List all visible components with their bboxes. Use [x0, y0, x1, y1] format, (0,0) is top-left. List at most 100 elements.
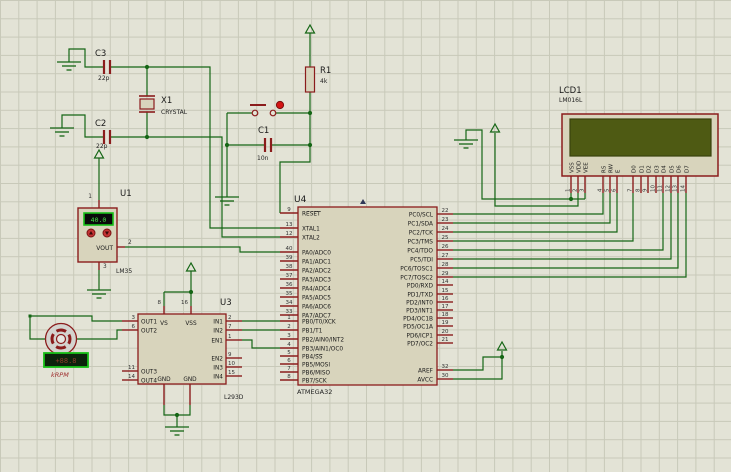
lcd-pin-number: 9 [643, 188, 649, 192]
capacitor-c3[interactable] [102, 60, 112, 74]
lcd-pin-number: 5 [605, 188, 611, 192]
pin-label: GND [183, 377, 197, 383]
wire [465, 129, 585, 200]
u1-ref: U1 [120, 189, 132, 199]
ground-symbol [215, 196, 239, 206]
wire-end-dot [28, 314, 32, 318]
pin-label: PB3/AIN1/OC0 [302, 346, 343, 352]
pin-number: 22 [442, 208, 449, 214]
pin-label: VS [160, 321, 168, 327]
pin-label: PB4/SS [302, 354, 323, 360]
lcd-pin-label: D0 [632, 165, 638, 173]
pin-number: 27 [442, 253, 449, 259]
pin-label: PC0/SCL [409, 212, 434, 218]
pin-label: EN2 [211, 356, 223, 362]
wire [125, 246, 280, 253]
pin-label: PD7/OC2 [407, 341, 433, 347]
junction-dot [224, 142, 230, 148]
pin-stubs-layer [46, 176, 687, 405]
pin-number: 8 [287, 374, 291, 380]
crystal-x1[interactable] [139, 95, 155, 113]
pin-label: GND [157, 377, 171, 383]
motor-rpm-display [43, 352, 89, 368]
resistor-r1[interactable] [304, 66, 316, 93]
pin-number: 36 [286, 282, 293, 288]
wire [453, 193, 634, 242]
ground-symbol [50, 127, 74, 137]
pin-number: 1 [228, 334, 232, 340]
junction-dots-layer [28, 64, 574, 418]
pin-label: PA4/ADC4 [302, 286, 331, 292]
lm35-sensor-u1[interactable] [77, 207, 118, 263]
pin-label: PD6/ICP1 [406, 333, 433, 339]
lcd-pin-label: D7 [685, 165, 691, 173]
pin-number: 37 [286, 273, 293, 279]
lcd-pin-number: 8 [636, 188, 642, 192]
ground-symbol [87, 289, 111, 299]
push-button[interactable] [250, 100, 285, 117]
pin-number: 3 [287, 333, 291, 339]
lcd-pin-number: 1 [566, 189, 572, 193]
mcu-atmega32-u4[interactable] [297, 199, 438, 386]
pin-number: 5 [287, 350, 291, 356]
wire [29, 315, 122, 340]
u1-vout-label: VOUT [96, 245, 113, 252]
lcd-pin-label: VEE [584, 162, 590, 173]
lcd-pin-label: E [616, 169, 622, 173]
pin-number: 11 [128, 365, 135, 371]
lcd-pin-number: 3 [580, 188, 586, 192]
capacitor-c2[interactable] [102, 130, 112, 144]
pin-number: 15 [442, 288, 449, 294]
motor-rpm-value: +88.8 [55, 357, 76, 365]
pin-label: PC1/SDA [408, 221, 433, 227]
pin-number: 3 [132, 315, 136, 321]
pin-label: PC2/TCK [409, 230, 433, 236]
c2-value: 22p [96, 143, 108, 150]
power-pin-marker-icon [360, 199, 366, 204]
lcd-pin-label: VDD [577, 161, 583, 173]
dc-motor[interactable] [43, 322, 89, 368]
ground-symbol [454, 139, 478, 149]
pin-label: PA5/ADC5 [302, 295, 331, 301]
pin-number: 38 [286, 264, 293, 270]
u1-pin2-number: 2 [128, 240, 132, 246]
pin-number: 16 [181, 300, 188, 306]
capacitor-c1[interactable] [263, 138, 273, 152]
pin-label: PA2/ADC2 [302, 268, 331, 274]
pin-number: 4 [287, 342, 291, 348]
lcd1-ref: LCD1 [559, 86, 582, 96]
ground-symbol [165, 426, 189, 436]
r1-ref: R1 [320, 66, 331, 76]
x1-value: CRYSTAL [161, 109, 188, 116]
lcd-pin-number: 12 [666, 185, 672, 192]
pin-number: 28 [442, 262, 449, 268]
pin-number: 21 [442, 337, 449, 343]
junction-dot [499, 354, 505, 360]
u3-part: L293D [224, 394, 244, 401]
pin-number: 20 [442, 329, 449, 335]
pin-number: 18 [442, 312, 449, 318]
lcd1-part: LM016L [559, 97, 583, 104]
power-arrow-icon [304, 23, 316, 34]
pin-number: 15 [228, 370, 235, 376]
driver-l293d-u3[interactable] [137, 313, 227, 385]
junction-dot [307, 110, 313, 116]
pin-number: 17 [442, 304, 449, 310]
u1-part: LM35 [116, 268, 132, 275]
pin-label: IN3 [213, 365, 223, 371]
power-arrow-icon [93, 148, 105, 159]
r1-value: 4k [320, 78, 328, 85]
lcd-pin-label: D4 [662, 165, 668, 173]
pin-label: AVCC [417, 377, 433, 383]
wires-layer [29, 33, 687, 427]
button-actuator-dot[interactable] [275, 100, 285, 110]
pin-label: PB5/MOSI [302, 362, 330, 368]
pin-number: 16 [442, 296, 449, 302]
pin-number: 30 [442, 373, 449, 379]
lcd-lm016l[interactable] [561, 113, 719, 177]
pin-number: 10 [228, 361, 235, 367]
pin-number: 40 [286, 246, 293, 252]
lcd-pin-label: RW [609, 163, 615, 173]
pin-label: PC5/TDI [410, 257, 433, 263]
pin-label: PC3/TMS [408, 239, 434, 245]
